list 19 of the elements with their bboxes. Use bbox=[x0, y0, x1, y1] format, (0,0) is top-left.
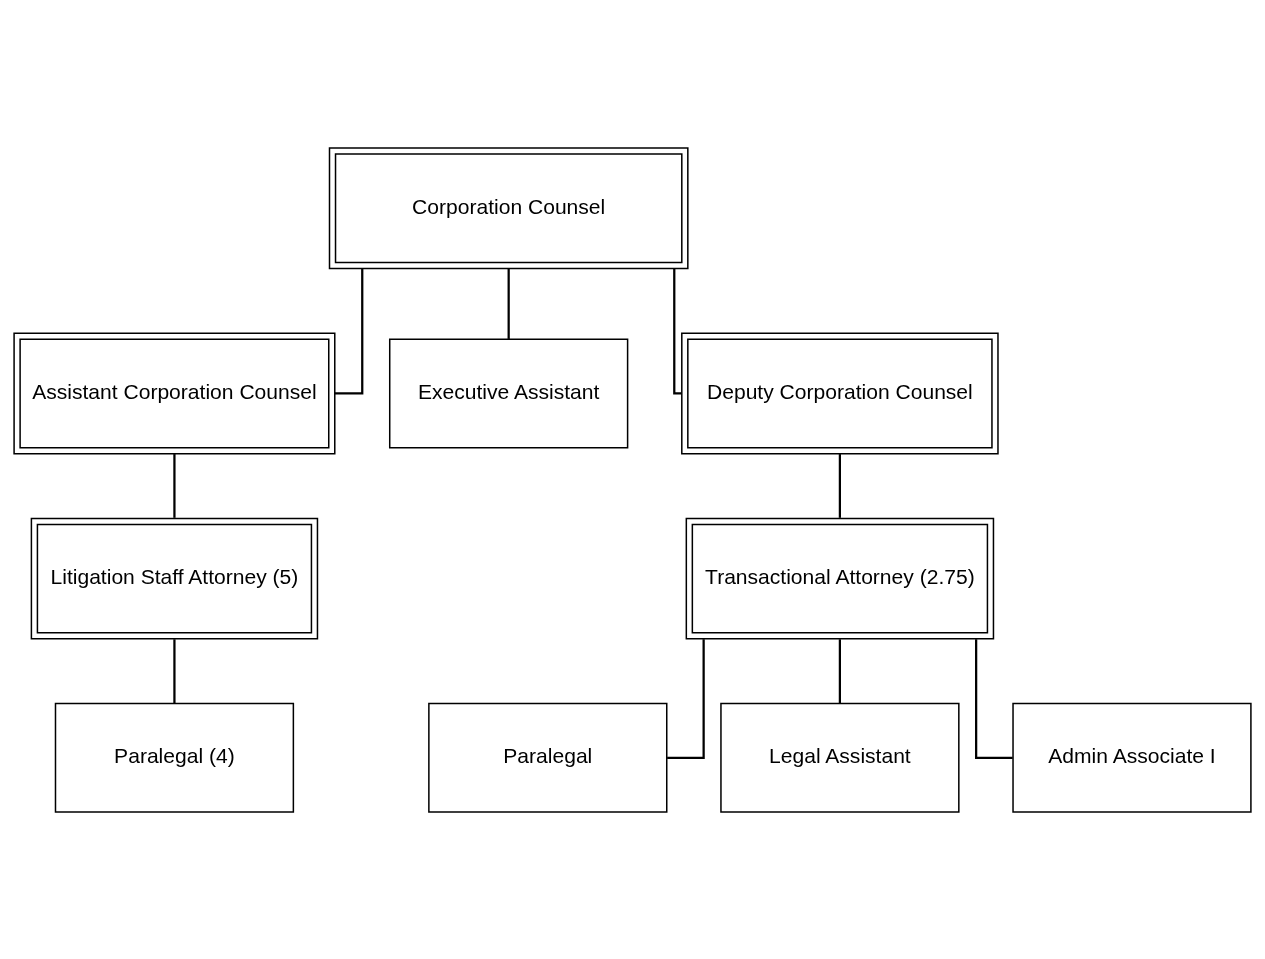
node-box: Paralegal (4) bbox=[54, 702, 295, 813]
connector bbox=[667, 638, 705, 759]
node-box: Corporation Counsel bbox=[328, 146, 689, 269]
connector bbox=[173, 638, 176, 703]
connector bbox=[173, 453, 176, 518]
node-box: Admin Associate I bbox=[1012, 702, 1252, 813]
node-box: Transactional Attorney (2.75) bbox=[685, 517, 995, 640]
node-box: Legal Assistant bbox=[720, 702, 960, 813]
node-box: Litigation Staff Attorney (5) bbox=[30, 517, 319, 640]
node-box: Assistant Corporation Counsel bbox=[13, 331, 336, 454]
connector bbox=[507, 268, 510, 339]
connector bbox=[334, 268, 364, 395]
node-box: Executive Assistant bbox=[388, 337, 629, 448]
node-box: Paralegal bbox=[428, 702, 668, 813]
connector bbox=[975, 638, 1013, 759]
connector bbox=[673, 268, 682, 395]
connector bbox=[838, 638, 841, 703]
connector bbox=[838, 453, 841, 518]
node-box: Deputy Corporation Counsel bbox=[681, 331, 999, 454]
